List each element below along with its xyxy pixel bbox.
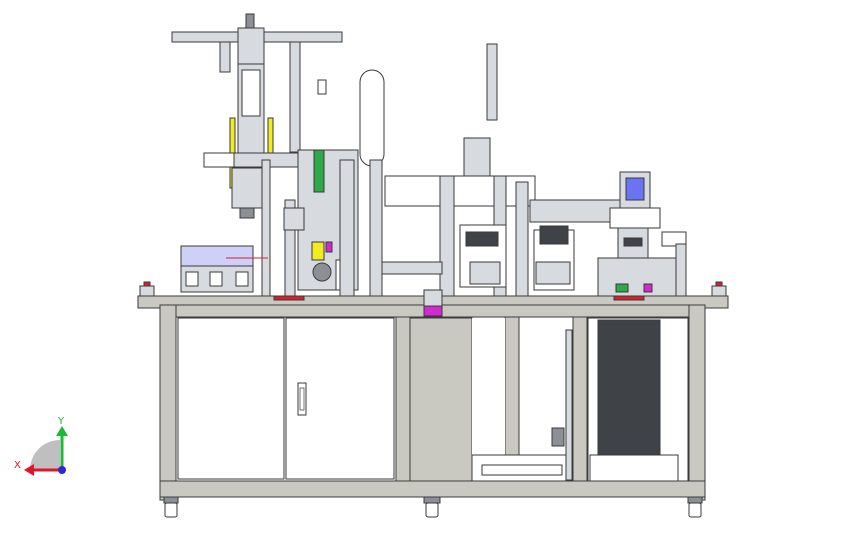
leg-right [688, 304, 706, 501]
machine-assembly [137, 13, 729, 518]
leg-mid-left [395, 316, 411, 483]
disc-stack-plate [469, 261, 501, 285]
press-frame-top [384, 175, 536, 207]
estop-right-button [715, 281, 723, 287]
feeder-box-body [180, 245, 254, 267]
coordinate-triad: Y X [14, 416, 68, 476]
triad-x-label: X [14, 460, 21, 471]
disc-right-dark [539, 225, 569, 245]
feeder-foot-3 [235, 271, 249, 287]
z-actuator-top [237, 27, 265, 65]
reel-mechanism [283, 69, 385, 297]
horizontal-arm-end [203, 152, 235, 168]
door-handle-inner [299, 387, 305, 411]
z-actuator-slot [241, 69, 261, 117]
reel-yellow-block [311, 241, 325, 261]
magenta-block-base [423, 289, 443, 307]
estop-right [711, 285, 727, 297]
caster-mid-wheel [425, 502, 439, 518]
caster-right-wheel [688, 502, 702, 518]
cabinet-frame [137, 295, 729, 501]
caster-right-mount [687, 496, 703, 504]
bottom-rail [159, 480, 706, 498]
estop-left-button [143, 281, 151, 287]
middle-panel [409, 317, 473, 482]
right-cable-tray [597, 319, 661, 456]
reel-motor [283, 207, 305, 231]
press-column-3 [515, 181, 529, 297]
yellow-guard-right [267, 117, 274, 159]
feeder-foot-1 [185, 271, 199, 287]
open-bay [472, 318, 505, 481]
chute-post [369, 159, 383, 297]
caster-mid-mount [423, 496, 441, 504]
gripper-tip [239, 207, 255, 219]
gantry-post-left [219, 41, 231, 73]
inspection-magenta [643, 283, 653, 293]
triad-z-dot [58, 466, 66, 474]
press-column-1 [439, 175, 455, 297]
caster-left-mount [163, 496, 179, 504]
chute-column [339, 159, 355, 297]
guide-rod-tall [486, 43, 498, 121]
guide-rod-pair [463, 137, 491, 177]
bay-drawer-lip [481, 464, 563, 476]
bay-side-plate [565, 329, 573, 481]
estop-left [139, 285, 155, 297]
reel-small-box [317, 79, 327, 95]
side-actuator [661, 231, 687, 247]
z-actuator-cap [245, 13, 255, 29]
red-pad-left [273, 295, 305, 301]
gripper-plate [231, 167, 263, 209]
chute-tube [359, 69, 385, 167]
triad-y-arrowhead [56, 426, 68, 436]
camera-lens [625, 177, 645, 201]
feeder-box [180, 245, 268, 293]
triad-base [30, 440, 60, 470]
inspection-green [615, 283, 629, 293]
inspection-table [597, 257, 679, 297]
magenta-block [423, 305, 443, 317]
leg-left [159, 304, 177, 501]
inspection-column-right [675, 243, 687, 297]
right-tray-base [589, 454, 679, 482]
gantry-post-right [289, 41, 301, 153]
bay-small-motor [551, 427, 565, 447]
caster-left-wheel [164, 502, 178, 518]
column-left-1 [261, 159, 271, 297]
disc-stack-dark [465, 231, 499, 247]
red-pad-right [613, 295, 645, 301]
feeder-foot-2 [209, 271, 223, 287]
triad-y-label: Y [57, 416, 65, 427]
triad-x-arrowhead [24, 464, 34, 476]
reel-green-wheel [313, 149, 325, 193]
camera-bracket [609, 207, 661, 229]
gantry-left [171, 13, 343, 297]
inspection-unit [597, 171, 687, 297]
reel-roller [312, 262, 332, 282]
press-punch [381, 261, 443, 275]
table-indicators [139, 281, 727, 317]
reel-magenta-tab [325, 241, 333, 253]
leg-mid-right [572, 316, 588, 483]
inspection-slot [623, 237, 643, 247]
disc-right-base [535, 261, 571, 285]
cabinet-door-left [177, 317, 285, 480]
casters [163, 496, 703, 518]
